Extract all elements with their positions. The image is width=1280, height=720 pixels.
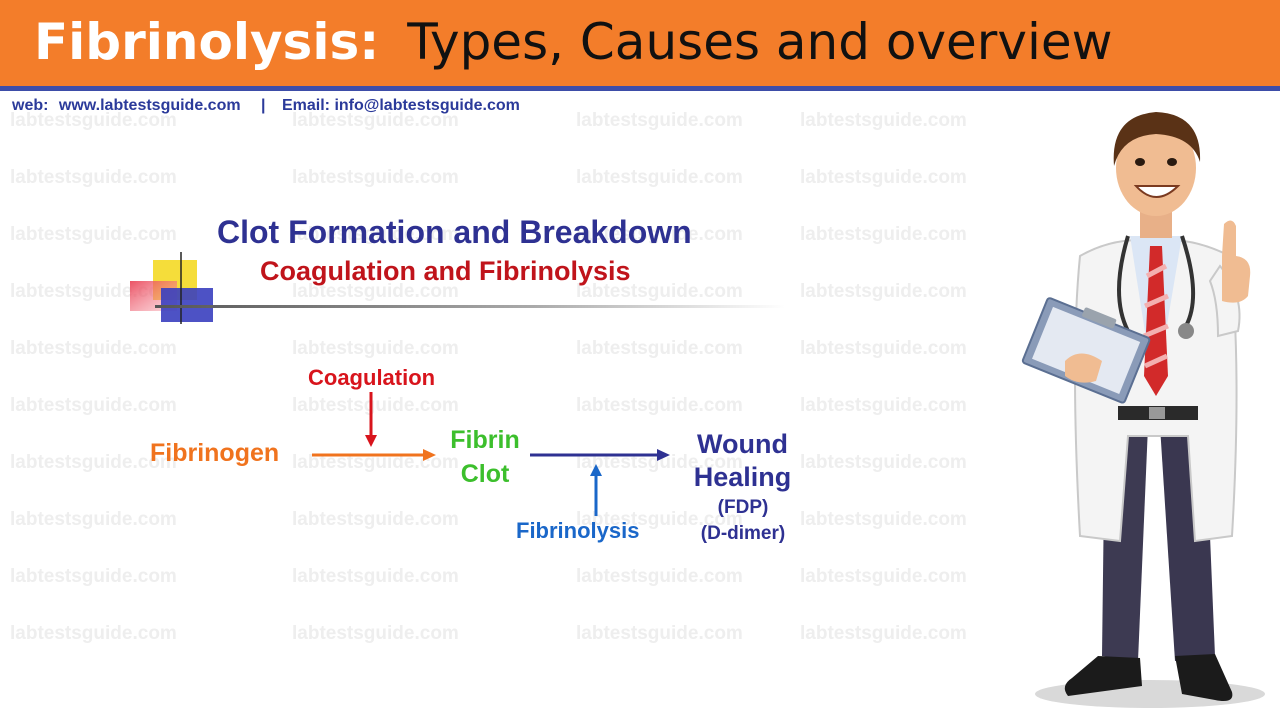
clot-diagram: Clot Formation and Breakdown Coagulation… xyxy=(130,214,795,547)
web-label: web: xyxy=(12,97,49,114)
node-fibrinogen: Fibrinogen xyxy=(150,439,280,467)
hair xyxy=(1113,112,1201,166)
arrowhead-coagulation xyxy=(365,435,377,447)
arrowhead-fibrin xyxy=(657,449,670,461)
diagram-graphics xyxy=(130,252,785,516)
title-rest: Types, Causes and overview xyxy=(407,13,1113,71)
node-fibrin-clot: Fibrin Clot xyxy=(440,423,530,491)
smile xyxy=(1133,185,1181,198)
node-coagulation: Coagulation xyxy=(308,365,436,390)
email-label: Email: xyxy=(281,97,330,114)
arrowhead-fibrinolysis xyxy=(590,464,602,476)
clipboard xyxy=(1021,297,1151,404)
wound-line1: Wound xyxy=(697,429,788,459)
web-url[interactable]: www.labtestsguide.com xyxy=(58,97,241,114)
stethoscope xyxy=(1117,235,1196,332)
left-shoe xyxy=(1064,656,1142,696)
fdp-label: (FDP) xyxy=(717,497,769,518)
right-shoe xyxy=(1175,654,1233,701)
title-bold: Fibrinolysis: xyxy=(34,13,380,71)
header-banner xyxy=(0,0,1280,88)
face xyxy=(1116,120,1196,216)
thumbs-up-hand xyxy=(1222,220,1251,303)
diagram-title: Clot Formation and Breakdown xyxy=(217,214,692,250)
header-rule xyxy=(0,86,1280,91)
diagram-subtitle: Coagulation and Fibrinolysis xyxy=(260,256,631,286)
contact-separator: | xyxy=(261,97,266,114)
arrowhead-fibrinogen xyxy=(423,449,436,461)
node-fibrinolysis: Fibrinolysis xyxy=(516,518,640,543)
email-address[interactable]: info@labtestsguide.com xyxy=(334,97,520,114)
fibrin-line2: Clot xyxy=(460,460,510,488)
d-dimer-label: (D-dimer) xyxy=(700,523,786,544)
doctor-illustration xyxy=(1021,112,1265,708)
contact-line: web: www.labtestsguide.com | Email: info… xyxy=(12,97,520,115)
node-wound-healing: Wound Healing xyxy=(690,428,795,494)
fibrin-line1: Fibrin xyxy=(450,426,520,454)
left-hand xyxy=(1065,353,1102,383)
title-underline xyxy=(155,305,785,308)
page-title: Fibrinolysis: Types, Causes and overview xyxy=(34,8,1113,76)
node-products: (FDP) (D-dimer) xyxy=(693,495,793,547)
wound-line2: Healing xyxy=(693,462,792,492)
